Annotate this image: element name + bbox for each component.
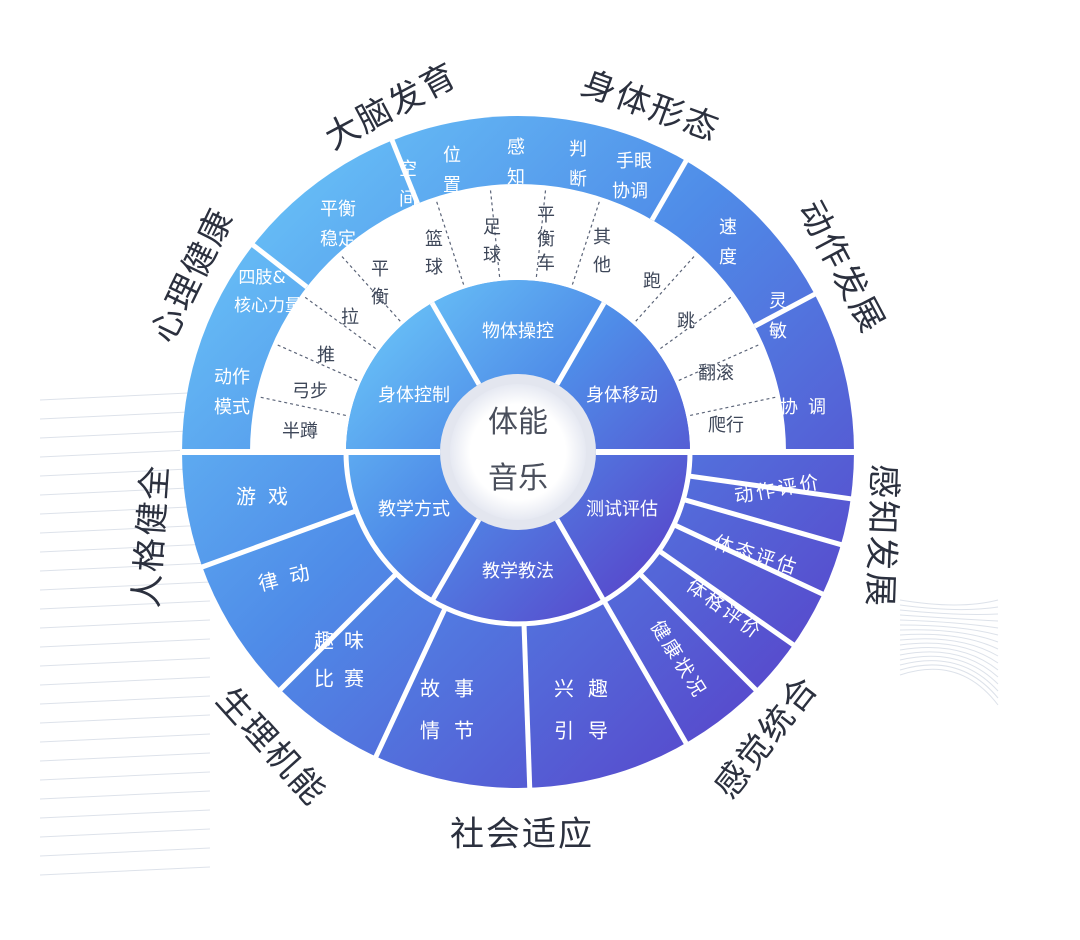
outer-label-social: 社会适应 [450,815,594,855]
sector-dividers [180,137,856,790]
ring-perception: 感知 [507,137,525,188]
mid-lunge: 弓步 [292,381,328,402]
mid-balance-bike: 平衡车 [537,205,555,274]
center-title-2: 音乐 [488,461,548,496]
inner-test-eval: 测试评估 [586,499,658,520]
ring-interest-2: 引导 [554,719,622,743]
ring-hand-eye-2: 协调 [612,181,648,202]
center-title-1: 体能 [488,405,548,440]
ring-balance-stable: 平衡 [320,199,356,220]
mid-basketball: 篮球 [425,229,443,278]
ring-agility: 灵敏 [769,291,787,342]
mid-pull: 拉 [341,307,359,328]
ring-position: 位置 [443,145,461,196]
middle-ring [250,184,786,452]
mid-balance: 平衡 [371,259,389,308]
inner-body-control: 身体控制 [378,385,450,406]
ring-story-2: 情节 [420,719,488,743]
ring-spatial: 空间 [399,159,417,210]
ring-judgement: 判断 [569,139,587,190]
ring-core-strength: 四肢& [238,268,285,288]
ring-contest-2: 比赛 [314,667,374,691]
inner-teaching-method: 教学教法 [482,561,554,582]
mid-crawl: 爬行 [708,415,744,436]
center-circle [450,384,586,520]
mid-run: 跑 [643,271,661,292]
mid-roll: 翻滚 [698,363,734,384]
inner-object-control: 物体操控 [482,321,554,342]
ring-core-strength-2: 核心力量 [234,296,302,316]
outer-label-personality: 人格健全 [127,463,177,609]
ring-coordination: 协调 [780,397,836,418]
mid-other: 其他 [593,227,611,276]
mid-jump: 跳 [677,311,695,332]
ring-game: 游戏 [236,485,300,509]
mid-football: 足球 [483,217,501,266]
ring-motion-pattern: 动作 [214,367,250,388]
ring-hand-eye: 手眼 [616,151,652,172]
ring-speed: 速度 [719,217,737,268]
ring-contest: 趣味 [314,629,374,653]
middle-ring-dividers [257,187,779,416]
ring-interest: 兴趣 [554,677,622,701]
ring-motion-pattern-2: 模式 [214,397,250,418]
mid-push: 推 [317,345,335,366]
outer-label-perception: 感知发展 [859,463,904,608]
ring-story: 故事 [420,677,488,701]
mid-squat: 半蹲 [282,421,318,442]
background-lines [39,391,999,876]
inner-teaching-mode: 教学方式 [378,499,450,520]
inner-body-movement: 身体移动 [586,385,658,406]
ring-balance-stable-2: 稳定 [320,229,356,250]
